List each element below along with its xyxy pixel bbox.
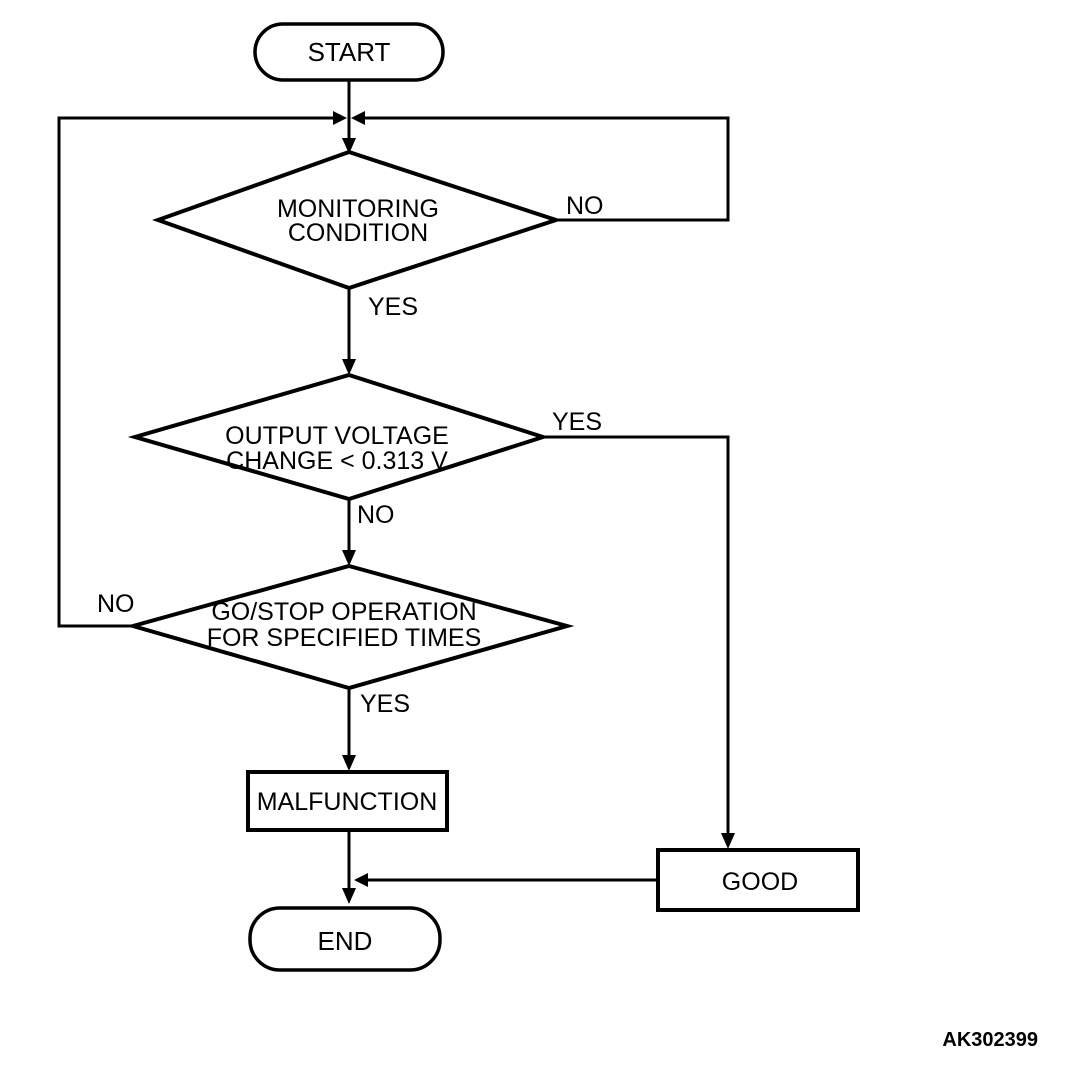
arrowhead-into-end [342,888,356,904]
output-voltage-label-line1: OUTPUT VOLTAGE [225,422,449,450]
end-label: END [318,926,373,956]
edge-label-monitoring-no: NO [566,192,604,220]
end-node [248,906,442,972]
edge-label-output-yes: YES [552,408,602,436]
monitoring-condition-label-line2: CONDITION [288,219,428,247]
good-node [656,848,860,912]
monitoring-condition-label-line1: MONITORING [277,195,439,223]
arrowhead-into-gostop [342,550,356,566]
figure-code: AK302399 [942,1029,1038,1051]
go-stop-node [125,563,575,691]
output-voltage-node [127,372,550,502]
arrowhead-into-output-voltage [342,359,356,375]
go-stop-label-line2: FOR SPECIFIED TIMES [207,624,482,652]
malfunction-label: MALFUNCTION [257,788,438,816]
edge-label-output-no: NO [357,501,395,529]
arrowhead-into-monitoring [342,138,356,154]
malfunction-node [246,770,449,832]
good-label: GOOD [722,868,798,896]
output-voltage-label-line2: CHANGE < 0.313 V [226,447,448,475]
edge-monitoring-no-feedback [365,116,730,222]
arrowhead-into-malfunction [342,755,356,771]
monitoring-condition-node [152,149,563,291]
edge-gostop-no-feedback [57,116,333,628]
edge-label-monitoring-yes: YES [368,293,418,321]
edge-label-gostop-no: NO [97,590,135,618]
edge-label-gostop-yes: YES [360,690,410,718]
arrowhead-good-into-spine [354,873,368,887]
arrowhead-junction-from-right [351,111,365,125]
start-node [253,22,445,82]
arrowhead-into-good [721,833,735,849]
start-label: START [308,37,391,67]
go-stop-label-line1: GO/STOP OPERATION [211,598,476,626]
edge-output-yes [543,435,730,836]
arrowhead-junction-from-left [333,111,347,125]
